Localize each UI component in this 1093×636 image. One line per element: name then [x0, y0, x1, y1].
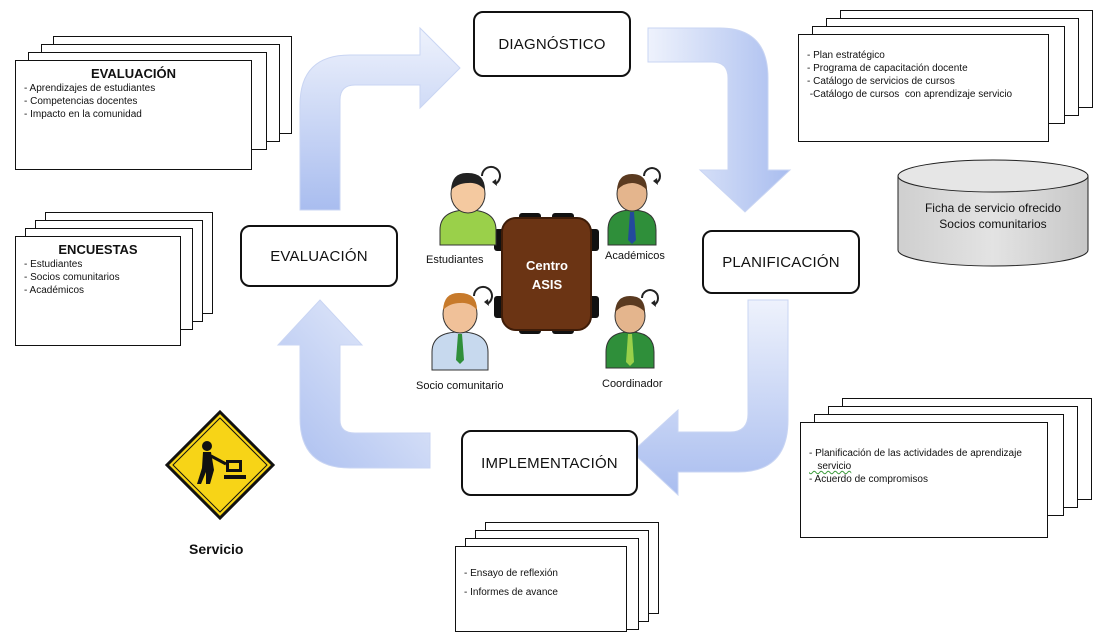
doc-diagnostico: - Plan estratégico - Programa de capacit… [798, 10, 1093, 150]
arrow-evaluacion-to-diagnostico [299, 26, 461, 211]
doc-planificacion: - Planificación de las actividades de ap… [800, 398, 1093, 548]
database-line2: Socios comunitarios [939, 217, 1047, 231]
database-cylinder [897, 159, 1089, 267]
database-label: Ficha de servicio ofrecido Socios comuni… [898, 200, 1088, 232]
doc-evaluacion-item: - Competencias docentes [24, 96, 138, 107]
stage-planificacion-label: PLANIFICACIÓN [722, 253, 840, 271]
doc-diagnostico-item: - Plan estratégico [807, 50, 885, 61]
center-line1: Centro [526, 258, 568, 273]
doc-implementacion-item: - Ensayo de reflexión [464, 568, 558, 579]
doc-evaluacion-title: EVALUACIÓN [91, 66, 176, 81]
stage-evaluacion-label: EVALUACIÓN [270, 247, 368, 265]
arrow-planificacion-to-implementacion [631, 299, 789, 497]
doc-implementacion: - Ensayo de reflexión - Informes de avan… [455, 522, 665, 634]
stage-implementacion-label: IMPLEMENTACIÓN [481, 454, 618, 472]
arrow-implementacion-to-evaluacion [276, 299, 431, 469]
center-asis-label: Centro ASIS [506, 256, 588, 294]
doc-encuestas-item: - Estudiantes [24, 259, 83, 270]
stage-implementacion: IMPLEMENTACIÓN [461, 430, 638, 496]
center-line2: ASIS [531, 277, 563, 292]
doc-encuestas-item: - Académicos [24, 285, 85, 296]
role-coordinador-label: Coordinador [602, 378, 663, 390]
stage-planificacion: PLANIFICACIÓN [702, 230, 860, 294]
doc-encuestas-item: - Socios comunitarios [24, 272, 120, 283]
doc-encuestas-title: ENCUESTAS [58, 242, 138, 257]
center-table [494, 213, 599, 334]
servicio-label: Servicio [189, 541, 244, 557]
person-socio-comunitario-icon [431, 285, 493, 371]
stage-evaluacion: EVALUACIÓN [240, 225, 398, 287]
person-academicos-icon [607, 167, 661, 246]
role-socio-label: Socio comunitario [416, 380, 504, 392]
doc-planificacion-item: servicio [809, 461, 852, 472]
person-coordinador-icon [605, 289, 659, 369]
doc-planificacion-item: - Acuerdo de compromisos [809, 474, 928, 485]
doc-diagnostico-item: - Programa de capacitación docente [807, 63, 968, 74]
doc-diagnostico-item: -Catálogo de cursos con aprendizaje serv… [807, 89, 1013, 100]
stage-diagnostico-label: DIAGNÓSTICO [498, 35, 606, 53]
doc-evaluacion: EVALUACIÓN - Aprendizajes de estudiantes… [15, 36, 292, 176]
database-line1: Ficha de servicio ofrecido [924, 201, 1062, 215]
doc-planificacion-item: - Planificación de las actividades de ap… [809, 448, 1022, 459]
doc-evaluacion-item: - Aprendizajes de estudiantes [24, 83, 156, 94]
worker-caution-sign-icon [164, 409, 276, 521]
doc-evaluacion-item: - Impacto en la comunidad [24, 109, 142, 120]
role-estudiantes-label: Estudiantes [426, 254, 484, 266]
doc-implementacion-item: - Informes de avance [464, 587, 558, 598]
role-academicos-label: Académicos [605, 250, 665, 262]
doc-diagnostico-item: - Catálogo de servicios de cursos [807, 76, 955, 87]
arrow-diagnostico-to-planificacion [647, 27, 792, 213]
stage-diagnostico: DIAGNÓSTICO [473, 11, 631, 77]
doc-encuestas: ENCUESTAS - Estudiantes - Socios comunit… [15, 212, 215, 352]
person-estudiantes-icon [439, 165, 501, 246]
